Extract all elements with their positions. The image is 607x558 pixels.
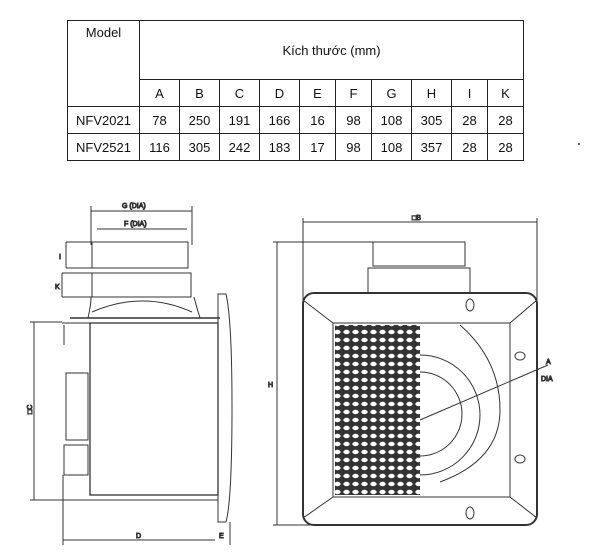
k-label: K — [55, 284, 60, 291]
value-cell: 17 — [299, 133, 336, 161]
value-cell: 191 — [219, 106, 260, 134]
duct-collar — [372, 241, 466, 267]
a-label: A — [546, 359, 551, 366]
d-label: D — [136, 533, 141, 540]
grille-mesh — [335, 325, 420, 495]
h-label: H — [268, 382, 273, 389]
c-label: □C — [27, 405, 34, 414]
screw-hole — [514, 351, 526, 361]
screw-hole — [465, 298, 475, 312]
grille-flange — [217, 293, 233, 523]
col-header: D — [259, 79, 300, 107]
front-view: □B H A DIA — [268, 215, 554, 526]
value-cell: 305 — [179, 133, 220, 161]
value-cell: 108 — [371, 106, 412, 134]
value-cell: 357 — [411, 133, 452, 161]
column-header-row: A B C D E F G H I K — [68, 79, 524, 107]
outer-frame — [302, 292, 538, 526]
duct-collar — [91, 241, 189, 269]
col-header: F — [335, 79, 372, 107]
fan-body — [89, 322, 219, 496]
duct-neck — [91, 272, 192, 298]
a-leader-line — [419, 364, 549, 421]
stray-dot — [578, 143, 580, 145]
f-label: F (DIA) — [124, 221, 147, 228]
duct-neck — [367, 267, 471, 294]
g-label: G (DIA) — [122, 203, 146, 210]
value-cell: 16 — [299, 106, 336, 134]
model-cell: NFV2521 — [67, 133, 140, 161]
value-cell: 98 — [335, 133, 372, 161]
col-header: H — [411, 79, 452, 107]
i-label: I — [59, 254, 61, 261]
value-cell: 242 — [219, 133, 260, 161]
screw-hole — [465, 506, 475, 520]
size-header: Kích thước (mm) — [139, 20, 524, 80]
value-cell: 108 — [371, 133, 412, 161]
value-cell: 28 — [451, 133, 488, 161]
impeller-housing — [419, 354, 481, 476]
b-label: □B — [412, 215, 421, 222]
dia-label: DIA — [541, 376, 553, 383]
col-header: I — [451, 79, 488, 107]
value-cell: 183 — [259, 133, 300, 161]
side-view: G (DIA) F (DIA) I K □C D E — [27, 203, 233, 545]
value-cell: 116 — [139, 133, 180, 161]
table-row: NFV2521 116 305 242 183 17 98 108 357 28… — [67, 133, 524, 161]
inner-frame — [332, 322, 511, 498]
dimensions-table: Model Kích thước (mm) A B C D E F G H I … — [67, 20, 524, 161]
col-header: K — [487, 79, 524, 107]
e-label: E — [219, 533, 224, 540]
model-header: Model — [67, 20, 140, 107]
screw-hole — [514, 454, 526, 464]
value-cell: 305 — [411, 106, 452, 134]
col-header: E — [299, 79, 336, 107]
value-cell: 28 — [487, 133, 524, 161]
